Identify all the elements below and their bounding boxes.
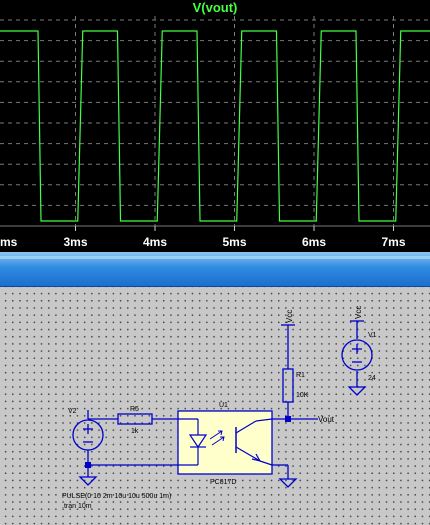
pulse-directive[interactable]: PULSE(0 10 2m 10u 10u 500u 1m) xyxy=(62,493,171,500)
x-tick-label: 4ms xyxy=(143,235,167,249)
plot-grid xyxy=(0,16,430,227)
x-axis-ticks: ms 3ms 4ms 5ms 6ms 7ms xyxy=(0,226,406,249)
voltage-source-v2[interactable]: V2 xyxy=(68,408,104,451)
r5-value-label: 1k xyxy=(131,428,139,435)
waveform-plot[interactable]: ms 3ms 4ms 5ms 6ms 7ms xyxy=(0,0,430,252)
r1-name-label: R1 xyxy=(296,372,305,379)
r1-value-label: 10K xyxy=(296,392,309,399)
x-tick-label: 5ms xyxy=(222,235,246,249)
schematic-drawing[interactable]: Vcc Vcc V1 24 R1 10K Vout xyxy=(0,287,430,525)
v2-junction xyxy=(85,462,91,468)
optocoupler-u1[interactable]: U1 PC817D xyxy=(177,402,273,486)
x-tick-label: 6ms xyxy=(302,235,326,249)
resistor-r5[interactable]: R5 1k xyxy=(117,406,153,435)
vcc-flag-v1[interactable]: Vcc xyxy=(350,306,364,322)
vout-trace[interactable] xyxy=(0,30,430,222)
vcc-label: Vcc xyxy=(285,310,294,323)
ground-symbol-v1 xyxy=(347,386,367,396)
r5-name-label: R5 xyxy=(130,406,139,413)
ground-symbol-u1 xyxy=(278,478,298,488)
x-tick-label: 7ms xyxy=(381,235,405,249)
plot-title[interactable]: V(vout) xyxy=(192,0,238,15)
schematic-window-title-bar[interactable] xyxy=(0,252,430,287)
vout-junction xyxy=(285,416,291,422)
schematic-canvas[interactable]: Vcc Vcc V1 24 R1 10K Vout xyxy=(0,287,430,525)
resistor-r1[interactable]: R1 10K xyxy=(282,368,309,403)
waveform-plot-pane[interactable]: ms 3ms 4ms 5ms 6ms 7ms V(vout) xyxy=(0,0,430,252)
vout-net-label[interactable]: Vout xyxy=(318,415,335,424)
u1-part-label: PC817D xyxy=(210,479,236,486)
tran-directive[interactable]: .tran 10m xyxy=(62,503,92,510)
voltage-source-v1[interactable]: V1 24 xyxy=(341,332,377,382)
v1-name-label: V1 xyxy=(368,332,377,339)
vcc-flag-r1[interactable]: Vcc xyxy=(281,310,295,326)
v2-name-label: V2 xyxy=(68,408,77,415)
x-tick-label: ms xyxy=(0,235,18,249)
x-tick-label: 3ms xyxy=(63,235,87,249)
title-bar-highlight xyxy=(0,256,430,259)
vcc-label: Vcc xyxy=(354,306,363,319)
ground-symbol-v2 xyxy=(78,476,98,486)
u1-name-label: U1 xyxy=(219,402,228,409)
v1-value-label: 24 xyxy=(368,375,376,382)
